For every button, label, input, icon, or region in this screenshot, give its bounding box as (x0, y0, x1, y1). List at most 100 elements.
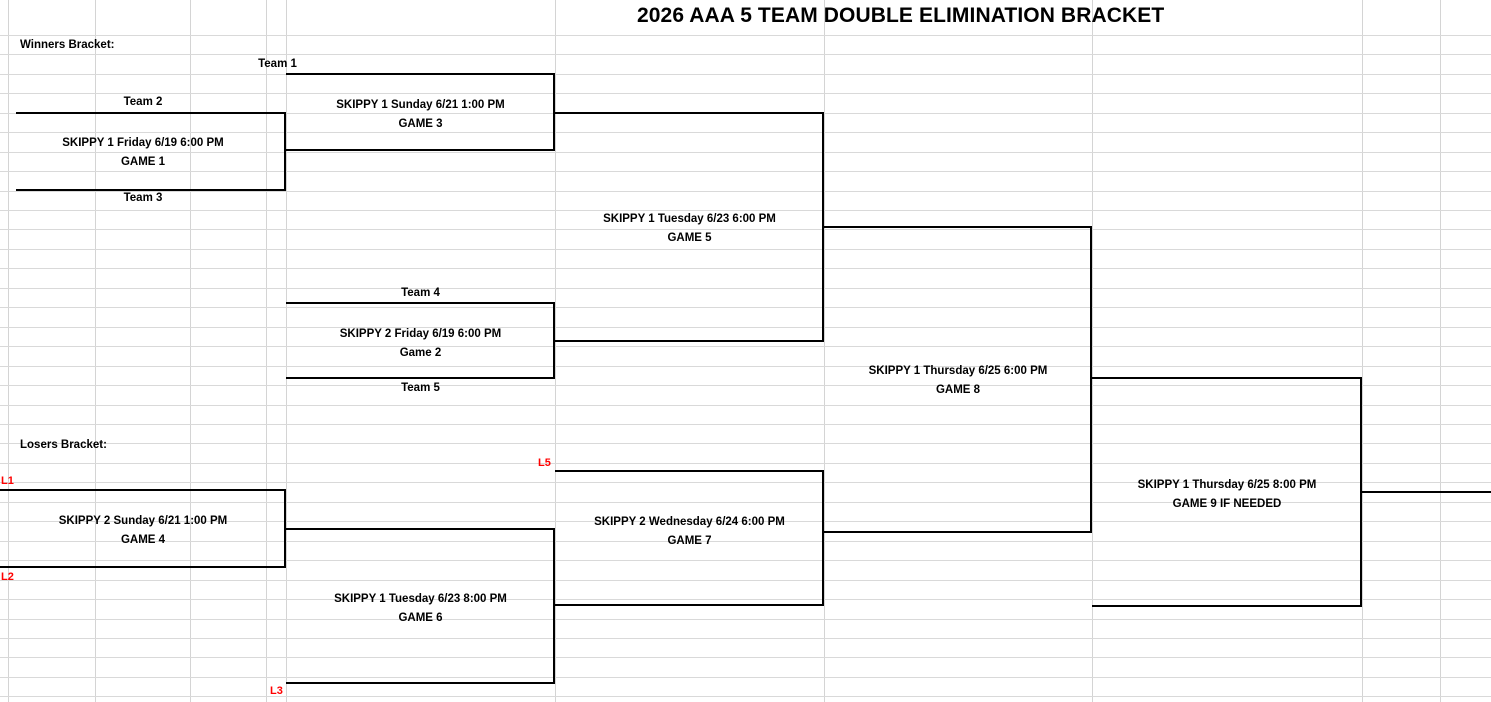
grid-row-line-11 (0, 249, 1491, 250)
game3-name: GAME 3 (398, 118, 443, 131)
grid-row-line-17 (0, 366, 1491, 367)
game7-top-line (555, 470, 824, 472)
losers-bracket-label: Losers Bracket: (20, 439, 107, 451)
game5-top-line (555, 112, 824, 114)
grid-row-line-21 (0, 443, 1491, 444)
game3-top-line (286, 73, 555, 75)
grid-row-line-7 (0, 171, 1491, 172)
game2-detail: SKIPPY 2 Friday 6/19 6:00 PM (339, 328, 502, 340)
game4-name: GAME 4 (120, 534, 166, 547)
champion-line (1362, 491, 1491, 493)
game5-detail: SKIPPY 1 Tuesday 6/23 6:00 PM (603, 213, 776, 225)
grid-row-line-18 (0, 385, 1491, 386)
game7-detail: SKIPPY 2 Wednesday 6/24 6:00 PM (594, 516, 785, 528)
game8-name: GAME 8 (935, 384, 981, 397)
game8-top-line (824, 226, 1092, 228)
game8-right-line (1090, 226, 1092, 533)
game5-right-line (822, 112, 824, 342)
grid-row-line-12 (0, 268, 1491, 269)
grid-row-line-25 (0, 521, 1491, 522)
grid-row-line-1 (0, 54, 1491, 55)
game6-name: GAME 6 (398, 612, 443, 625)
game9-right-line (1360, 377, 1362, 607)
game2-right-line (553, 302, 555, 379)
game7-name: GAME 7 (667, 535, 712, 548)
winners-bracket-label: Winners Bracket: (20, 39, 115, 51)
game6-top-line (286, 528, 555, 530)
game7-bottom-line (555, 604, 824, 606)
loser-tag-l1: L1 (1, 475, 14, 487)
grid-row-line-14 (0, 307, 1491, 308)
grid-column-line-4 (555, 0, 556, 702)
game-block-game9: SKIPPY 1 Thursday 6/25 8:00 PM GAME 9 IF… (1092, 476, 1362, 515)
grid-column-line-5 (824, 0, 825, 702)
game6-bottom-line (286, 682, 555, 684)
game-block-game6: SKIPPY 1 Tuesday 6/23 8:00 PM GAME 6 (286, 590, 555, 629)
team-label-team2: Team 2 (123, 96, 163, 108)
grid-row-line-33 (0, 677, 1491, 678)
grid-column-line-0 (8, 0, 9, 702)
grid-column-line-7 (1362, 0, 1363, 702)
game4-top-line (0, 489, 286, 491)
grid-row-line-20 (0, 424, 1491, 425)
game1-top-line (16, 112, 286, 114)
game2-top-line (286, 302, 555, 304)
game6-right-line (553, 528, 555, 684)
game5-bottom-line (555, 340, 824, 342)
game8-detail: SKIPPY 1 Thursday 6/25 6:00 PM (868, 365, 1048, 377)
grid-row-line-3 (0, 93, 1491, 94)
game4-right-line (284, 489, 286, 568)
grid-row-line-32 (0, 657, 1491, 658)
game6-detail: SKIPPY 1 Tuesday 6/23 8:00 PM (334, 593, 507, 605)
game9-detail: SKIPPY 1 Thursday 6/25 8:00 PM (1137, 479, 1317, 491)
grid-row-line-29 (0, 599, 1491, 600)
loser-tag-l5: L5 (538, 457, 551, 469)
game2-bottom-line (286, 377, 555, 379)
grid-row-line-9 (0, 210, 1491, 211)
grid-row-line-23 (0, 482, 1491, 483)
grid-row-line-6 (0, 152, 1491, 153)
grid-column-line-3 (286, 0, 287, 702)
game-block-game7: SKIPPY 2 Wednesday 6/24 6:00 PM GAME 7 (555, 513, 824, 552)
grid-column-line-6 (1092, 0, 1093, 702)
grid-row-line-34 (0, 696, 1491, 697)
game-block-game4: SKIPPY 2 Sunday 6/21 1:00 PM GAME 4 (0, 512, 286, 551)
game9-top-line (1092, 377, 1362, 379)
team-label-team1: Team 1 (258, 58, 297, 70)
team-label-team5: Team 5 (401, 382, 440, 394)
team-label-team3: Team 3 (123, 192, 163, 204)
game3-bottom-line (286, 149, 555, 151)
game1-name: GAME 1 (120, 156, 166, 169)
game-block-game3: SKIPPY 1 Sunday 6/21 1:00 PM GAME 3 (286, 96, 555, 135)
loser-tag-l2: L2 (1, 571, 14, 583)
game9-bottom-line (1092, 605, 1362, 607)
game-block-game5: SKIPPY 1 Tuesday 6/23 6:00 PM GAME 5 (555, 210, 824, 249)
grid-column-line-8 (1440, 0, 1441, 702)
game3-right-line (553, 73, 555, 151)
grid-row-line-31 (0, 638, 1491, 639)
grid-row-line-30 (0, 619, 1491, 620)
grid-row-line-16 (0, 346, 1491, 347)
game9-name: GAME 9 IF NEEDED (1172, 498, 1282, 511)
game4-detail: SKIPPY 2 Sunday 6/21 1:00 PM (58, 515, 228, 527)
game7-right-line (822, 470, 824, 606)
grid-row-line-26 (0, 541, 1491, 542)
team-label-team4: Team 4 (401, 287, 440, 299)
grid-column-line-1 (95, 0, 96, 702)
game8-bottom-line (824, 531, 1092, 533)
grid-column-line-2 (190, 0, 191, 702)
game2-name: Game 2 (399, 347, 442, 360)
game1-detail: SKIPPY 1 Friday 6/19 6:00 PM (62, 137, 224, 149)
game1-right-line (284, 112, 286, 191)
grid-row-line-22 (0, 463, 1491, 464)
grid-row-line-27 (0, 560, 1491, 561)
grid-column-line-narrow (266, 0, 267, 702)
game5-name: GAME 5 (667, 232, 712, 245)
game-block-game8: SKIPPY 1 Thursday 6/25 6:00 PM GAME 8 (824, 362, 1092, 401)
grid-row-line-15 (0, 327, 1491, 328)
grid-row-line-10 (0, 229, 1491, 230)
game1-bottom-line (16, 189, 286, 191)
grid-row-line-28 (0, 580, 1491, 581)
loser-tag-l3: L3 (270, 685, 283, 697)
